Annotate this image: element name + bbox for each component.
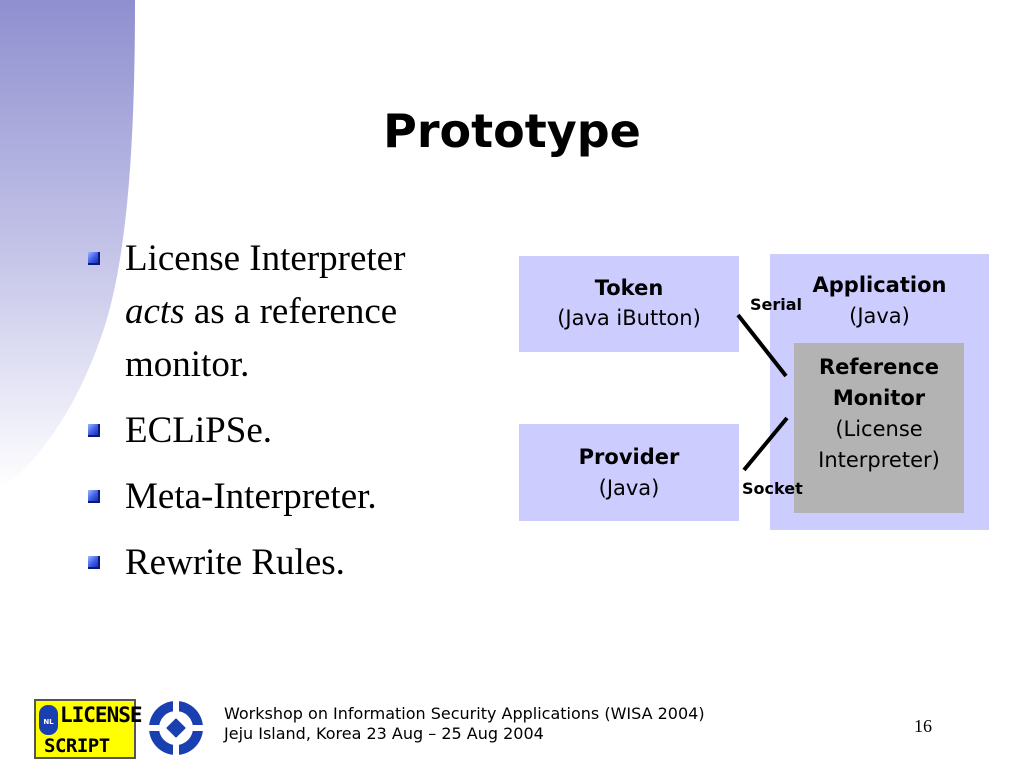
token-label: Token (594, 276, 664, 300)
footer-line: Jeju Island, Korea 23 Aug – 25 Aug 2004 (224, 724, 544, 743)
reference-monitor-box: Reference Monitor (License Interpreter) (794, 343, 964, 513)
token-detail: (Java iButton) (557, 306, 701, 330)
provider-label: Provider (578, 445, 680, 469)
serial-label: Serial (750, 295, 803, 314)
bullet-icon (88, 424, 100, 437)
bullet-text: Rewrite Rules. (125, 542, 345, 583)
bullet-item: Meta-Interpreter. (88, 470, 488, 523)
bullet-emphasis: acts (125, 291, 185, 332)
footer-line: Workshop on Information Security Applica… (224, 704, 705, 723)
page-number: 16 (914, 716, 932, 736)
bullet-text: Meta-Interpreter. (125, 476, 377, 517)
logo-text: LICENSE (60, 703, 143, 727)
bullet-text: monitor. (125, 344, 250, 385)
decorative-swoosh (0, 0, 135, 490)
token-box: Token (Java iButton) (519, 256, 739, 352)
bullet-item: License Interpreter acts as a reference … (88, 232, 488, 391)
socket-label: Socket (742, 479, 803, 498)
reference-monitor-label: Reference (818, 355, 940, 379)
bullet-icon (88, 490, 100, 503)
application-label: Application (812, 273, 947, 297)
bullet-text: License Interpreter (125, 238, 406, 279)
bullet-item: ECLiPSe. (88, 404, 488, 457)
nl-badge-icon: NL (39, 705, 58, 735)
logo-text: SCRIPT (44, 735, 110, 757)
bullet-item: Rewrite Rules. (88, 536, 488, 589)
provider-box: Provider (Java) (519, 424, 739, 521)
reference-monitor-label: Monitor (832, 386, 926, 410)
circular-logo-icon (146, 698, 206, 758)
bullet-text: ECLiPSe. (125, 410, 272, 451)
bullet-text: as a reference (184, 291, 398, 332)
provider-detail: (Java) (598, 476, 660, 500)
license-script-logo: NL LICENSE SCRIPT (34, 699, 143, 759)
bullet-icon (88, 556, 100, 569)
bullet-list: License Interpreter acts as a reference … (88, 232, 488, 602)
application-detail: (Java) (849, 304, 910, 328)
footer-conference-info: Workshop on Information Security Applica… (224, 704, 705, 744)
reference-monitor-detail: (License (835, 417, 923, 441)
slide-title: Prototype (383, 104, 641, 158)
bullet-icon (88, 252, 100, 265)
reference-monitor-detail: Interpreter) (818, 448, 940, 472)
svg-text:NL: NL (43, 718, 54, 726)
